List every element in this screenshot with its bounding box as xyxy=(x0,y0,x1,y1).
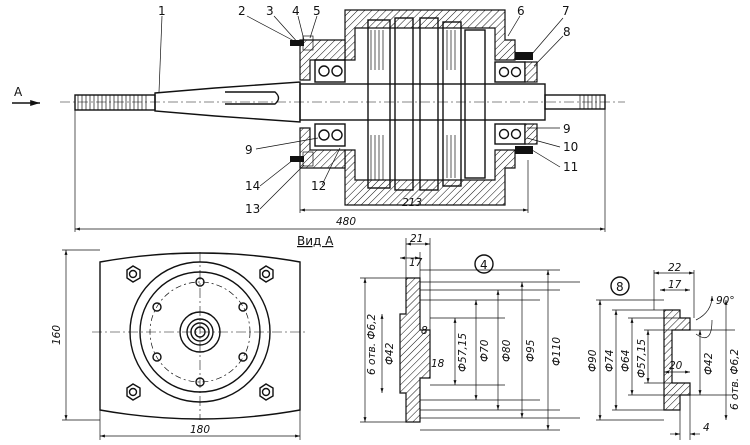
d4-d57: Ф57,15 xyxy=(457,333,469,372)
corner-nuts xyxy=(126,265,274,401)
callout-2: 2 xyxy=(238,4,246,18)
dim-480: 480 xyxy=(336,216,356,228)
d4-d70: Ф70 xyxy=(479,339,491,362)
main-dimensions: 213 480 xyxy=(74,109,606,232)
bearings xyxy=(314,52,538,154)
callouts: 1 2 3 4 5 6 7 8 9 9 10 11 12 13 xyxy=(158,4,578,216)
callout-11: 11 xyxy=(563,160,578,174)
callout-9-left: 9 xyxy=(245,143,253,157)
detail-4-marker: 4 xyxy=(480,258,488,272)
callout-6: 6 xyxy=(517,4,525,18)
threaded-shaft-left xyxy=(74,94,156,111)
callout-7: 7 xyxy=(562,4,570,18)
d4-d42: Ф42 xyxy=(384,342,396,365)
d8-d4: 4 xyxy=(703,422,710,434)
d8-w17: 17 xyxy=(668,279,682,291)
d4-d80: Ф80 xyxy=(501,339,513,362)
callout-10: 10 xyxy=(563,140,578,154)
threaded-shaft-right xyxy=(544,94,606,110)
detail-4: 4 21 17 8 18 6 отв. Ф6,2 Ф42 Ф57,15 Ф70 … xyxy=(360,233,580,431)
d8-d74: Ф74 xyxy=(604,350,616,372)
detail-8-marker: 8 xyxy=(616,280,624,294)
d8-d64: Ф64 xyxy=(620,350,632,372)
callout-4: 4 xyxy=(292,4,300,18)
d8-w22: 22 xyxy=(668,262,682,274)
dim-180: 180 xyxy=(190,424,210,436)
tapered-shaft xyxy=(154,81,301,123)
d8-angle: 90° xyxy=(716,295,735,307)
dim-160: 160 xyxy=(51,325,63,345)
d8-d90: Ф90 xyxy=(587,349,599,372)
detail-8: 8 22 17 90° Ф90 Ф74 Ф64 Ф57,15 20 Ф42 6 … xyxy=(587,262,741,440)
view-a: Вид А 160 xyxy=(51,234,334,440)
d8-holes: 6 отв. Ф6,2 xyxy=(729,349,741,410)
callout-3: 3 xyxy=(266,4,274,18)
view-a-title: Вид А xyxy=(297,234,334,248)
d8-d57: Ф57,15 xyxy=(636,339,648,378)
d4-w21: 21 xyxy=(410,233,423,245)
callout-13: 13 xyxy=(245,202,260,216)
detail-4-section xyxy=(399,277,431,423)
d8-d20: 20 xyxy=(669,360,683,372)
callout-5: 5 xyxy=(313,4,321,18)
d4-d8: 8 xyxy=(421,325,428,337)
d4-w17: 17 xyxy=(409,257,423,269)
gears xyxy=(367,17,486,191)
d4-holes: 6 отв. Ф6,2 xyxy=(366,314,378,375)
callout-14: 14 xyxy=(245,179,260,193)
bolt-holes xyxy=(152,277,248,387)
bolts xyxy=(290,35,314,167)
gearbox-housing xyxy=(299,9,516,206)
view-arrow-label: А xyxy=(14,85,23,99)
view-arrow-a: А xyxy=(12,85,40,106)
assembly-view: 1 2 3 4 5 6 7 8 9 9 10 11 12 13 xyxy=(12,4,625,232)
d8-d42: Ф42 xyxy=(703,352,715,375)
callout-8: 8 xyxy=(563,25,571,39)
d4-d110: Ф110 xyxy=(551,337,563,366)
d4-d18: 18 xyxy=(431,358,445,370)
callout-9-right: 9 xyxy=(563,122,571,136)
d4-d95: Ф95 xyxy=(525,339,537,362)
dim-213: 213 xyxy=(402,197,422,209)
callout-1: 1 xyxy=(158,4,166,18)
callout-12: 12 xyxy=(311,179,326,193)
